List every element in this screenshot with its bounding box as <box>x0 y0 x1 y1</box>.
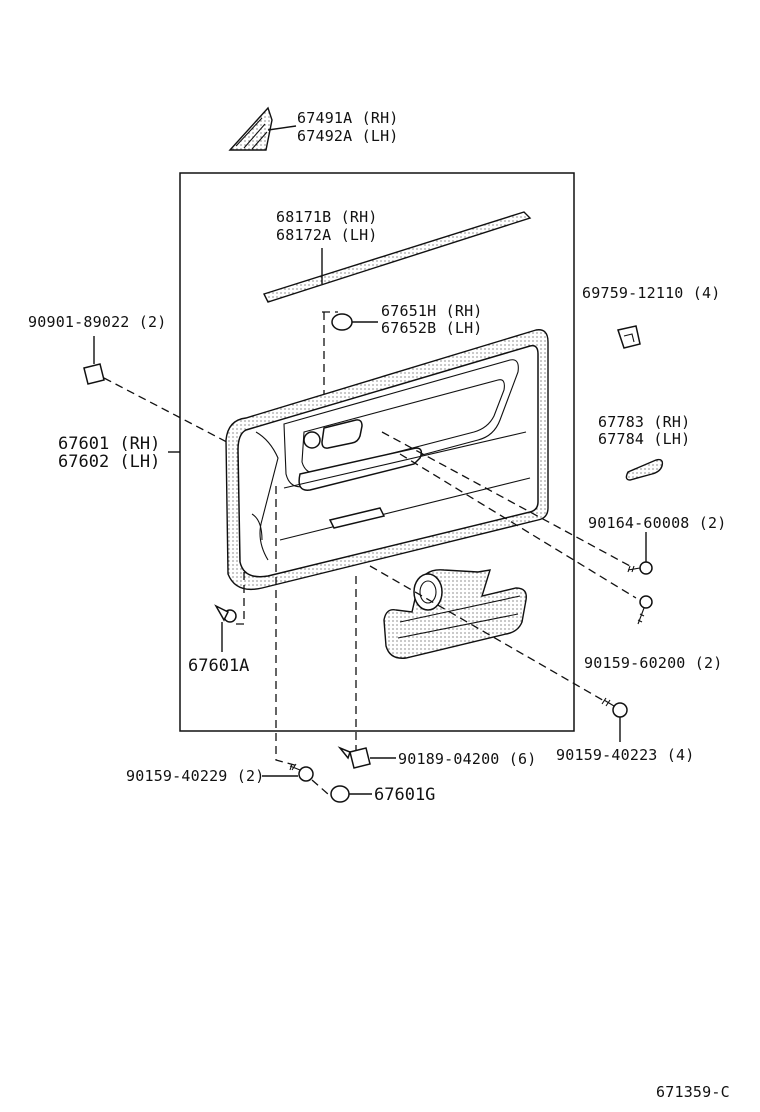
label-90159-60200: 90159-60200 (2) <box>584 654 722 672</box>
screw-90159-40223 <box>601 697 628 742</box>
clip-69759 <box>617 325 641 349</box>
label-69759: 69759-12110 (4) <box>582 284 720 302</box>
leader-90164 <box>381 431 631 567</box>
label-67783: 67783 (RH) <box>598 413 690 431</box>
diagram-code: 671359-C <box>656 1083 730 1101</box>
label-67491A: 67491A (RH) <box>297 109 399 127</box>
armrest-pocket-part <box>383 569 527 659</box>
armrest-pad <box>625 458 664 481</box>
leader-90159-60200 <box>399 453 637 599</box>
label-90901: 90901-89022 (2) <box>28 313 166 331</box>
label-68171B: 68171B (RH) <box>276 208 378 226</box>
leader-90159-40229 <box>275 486 299 767</box>
label-67784: 67784 (LH) <box>598 430 690 448</box>
label-67601: 67601 (RH) <box>58 434 160 454</box>
clip-67601A <box>214 604 237 652</box>
label-67652B: 67652B (LH) <box>381 319 483 337</box>
label-90159-40223: 90159-40223 (4) <box>556 746 694 764</box>
weatherstrip-part <box>263 211 532 303</box>
leader-67601A <box>234 572 245 625</box>
label-90164: 90164-60008 (2) <box>588 514 726 532</box>
clip-90901 <box>83 336 247 453</box>
leader-90159-40223 <box>369 565 607 703</box>
label-90189: 90189-04200 (6) <box>398 750 536 768</box>
label-67601A: 67601A <box>188 656 249 676</box>
screw-90159-60200 <box>637 595 653 625</box>
label-67602: 67602 (LH) <box>58 452 160 472</box>
cap-67601G <box>311 779 372 803</box>
screw-90164 <box>627 532 653 575</box>
door-trim-panel <box>168 329 549 591</box>
label-68172A: 68172A (LH) <box>276 226 378 244</box>
clip-67651H <box>322 311 378 420</box>
corner-ornament-part <box>228 106 297 151</box>
clip-90189 <box>337 746 396 769</box>
label-67651H: 67651H (RH) <box>381 302 483 320</box>
label-90159-40229: 90159-40229 (2) <box>126 767 264 785</box>
label-67601G: 67601G <box>374 785 435 805</box>
screw-90159-40229 <box>262 763 314 782</box>
label-67492A: 67492A (LH) <box>297 127 399 145</box>
